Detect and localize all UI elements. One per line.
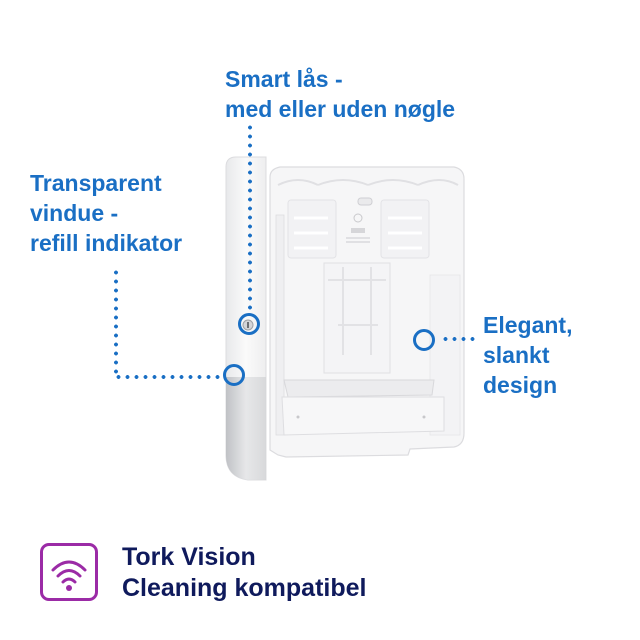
- dispenser-image: [218, 155, 468, 485]
- connector-window-dots-horizontal: [114, 375, 224, 379]
- callout-window-line2: vindue -: [30, 200, 119, 226]
- tork-vision-line2: Cleaning kompatibel: [122, 574, 367, 602]
- callout-design-line1: Elegant,: [483, 312, 573, 338]
- tork-vision-line1: Tork Vision: [122, 543, 256, 571]
- window-highlight-ring: [223, 364, 245, 386]
- callout-transparent-window: Transparent vindue - refill indikator: [30, 168, 182, 258]
- wifi-signal-icon: [40, 543, 98, 601]
- dispenser-illustration: [225, 156, 465, 481]
- callout-window-line3: refill indikator: [30, 230, 183, 256]
- connector-window-dots-vertical: [114, 268, 118, 378]
- callout-elegant-design: Elegant, slankt design: [483, 310, 572, 400]
- callout-design-line2: slankt: [483, 342, 550, 368]
- callout-design-line3: design: [483, 372, 558, 398]
- connector-design-dots: [441, 337, 477, 341]
- connector-lock-dots: [248, 123, 252, 311]
- callout-smart-lock: Smart lås - med eller uden nøgle: [225, 64, 455, 124]
- design-highlight-ring: [413, 329, 435, 351]
- callout-smart-lock-line1: Smart lås -: [225, 66, 343, 92]
- wifi-icon-glyph: [51, 560, 87, 591]
- tork-vision-caption: Tork Vision Cleaning kompatibel: [122, 542, 366, 604]
- lock-highlight-ring: [238, 313, 260, 335]
- callout-smart-lock-line2: med eller uden nøgle: [225, 96, 456, 122]
- callout-window-line1: Transparent: [30, 170, 162, 196]
